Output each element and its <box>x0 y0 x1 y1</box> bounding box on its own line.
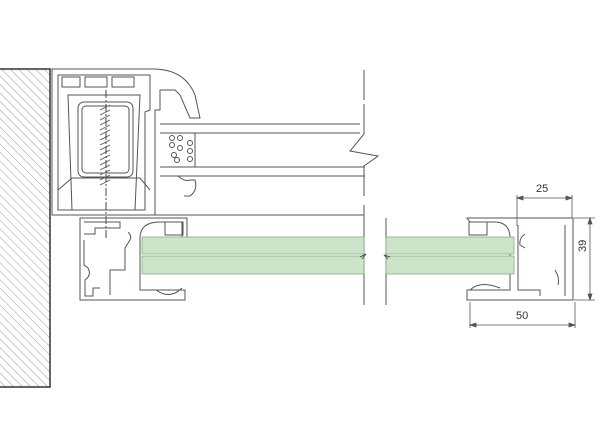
dimension-lines <box>468 195 595 328</box>
lower-right-profile <box>466 217 574 301</box>
break-line-lower <box>359 253 391 260</box>
upper-glass-unit <box>160 123 365 177</box>
window-frame-profile <box>51 68 201 240</box>
lower-left-profile <box>79 217 188 301</box>
dimension-label-height: 39 <box>577 239 589 252</box>
spacer-desiccant <box>169 135 193 163</box>
dimension-label-top: 25 <box>536 183 549 195</box>
lower-glass-left <box>141 236 365 275</box>
lower-glass-right <box>385 236 515 275</box>
dimension-label-bottom: 50 <box>516 310 529 322</box>
wall-section <box>0 68 51 388</box>
